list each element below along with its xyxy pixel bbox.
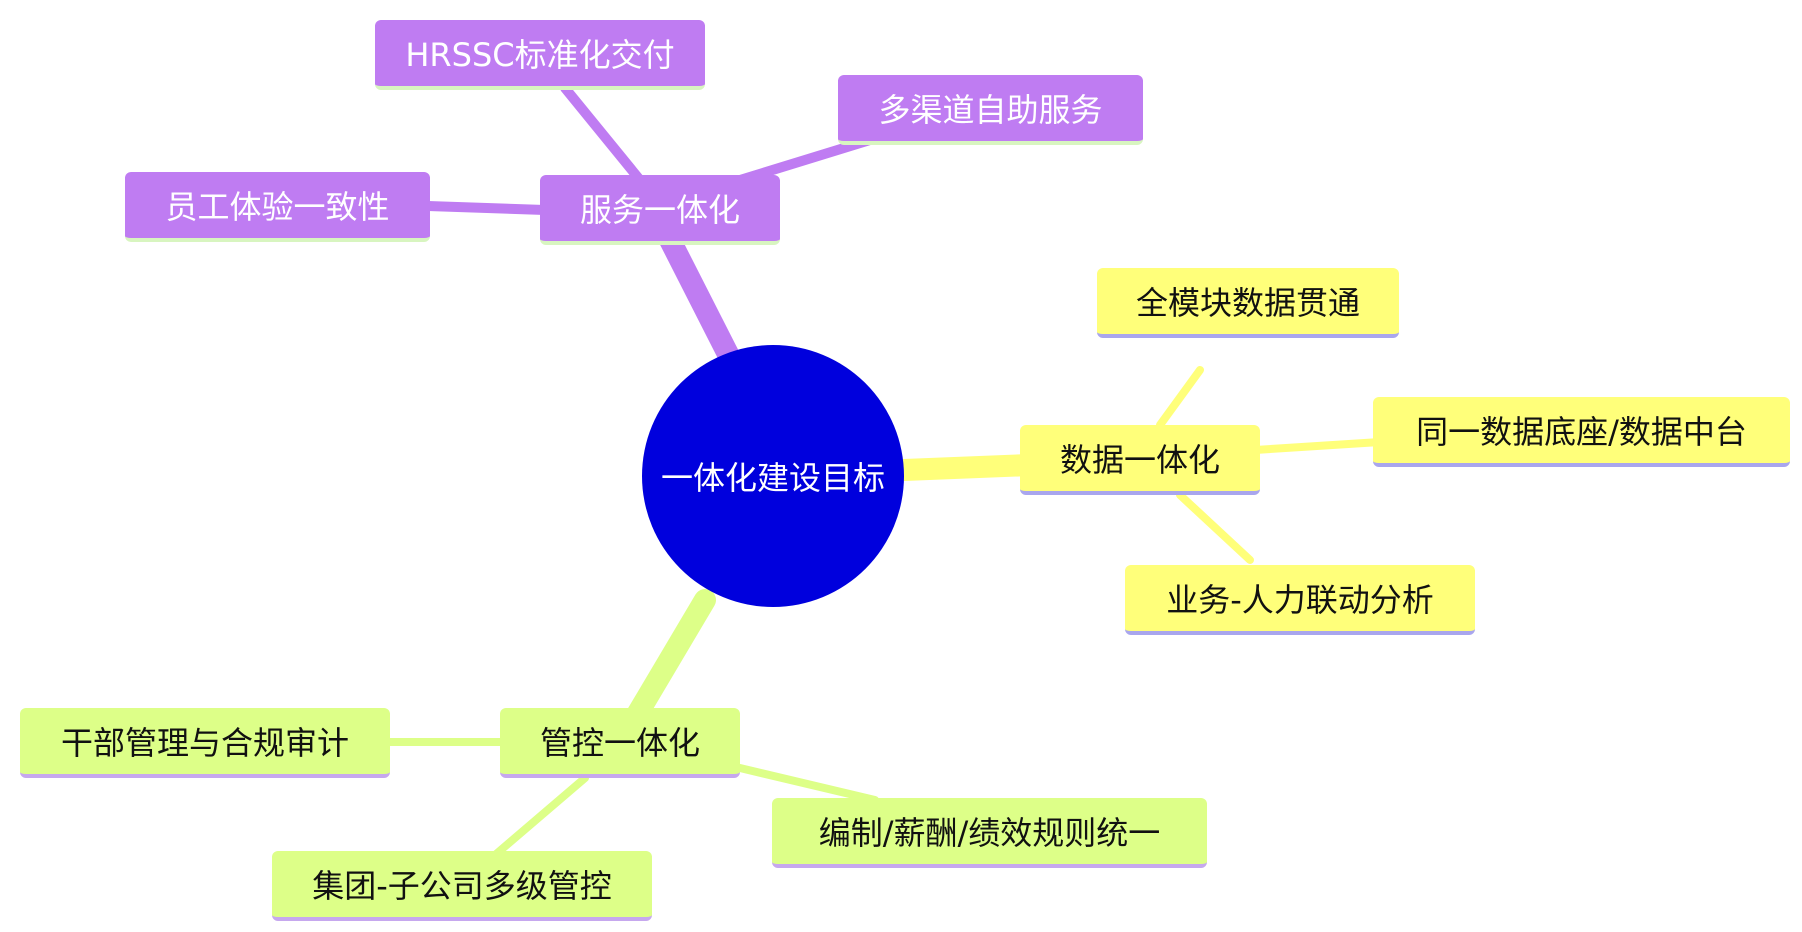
connector-control-group	[491, 774, 589, 859]
connector-center-data	[893, 454, 1041, 481]
leaf-all-module-data: 全模块数据贯通	[1097, 268, 1399, 338]
connector-service-multichannel	[735, 135, 875, 185]
leaf-hrssc-delivery: HRSSC标准化交付	[375, 20, 705, 90]
connector-control-rules	[736, 764, 879, 804]
leaf-business-hr-analysis: 业务-人力联动分析	[1125, 565, 1475, 635]
branch-data: 数据一体化	[1020, 425, 1260, 495]
connector-data-analysis	[1176, 491, 1254, 564]
connector-center-control	[624, 589, 716, 729]
leaf-cadre-compliance: 干部管理与合规审计	[20, 708, 390, 778]
connector-data-platform	[1251, 438, 1384, 454]
leaf-group-subsidiary-control: 集团-子公司多级管控	[272, 851, 652, 921]
leaf-unified-rules: 编制/薪酬/绩效规则统一	[772, 798, 1207, 868]
leaf-unified-data-platform: 同一数据底座/数据中台	[1373, 397, 1790, 467]
branch-service: 服务一体化	[540, 175, 780, 245]
leaf-employee-experience: 员工体验一致性	[125, 172, 430, 242]
connector-service-experience	[423, 201, 550, 215]
connector-center-service	[659, 229, 741, 369]
center-node: 一体化建设目标	[642, 345, 904, 607]
connector-data-allmodules	[1156, 366, 1204, 429]
leaf-multichannel-self-service: 多渠道自助服务	[838, 75, 1143, 145]
connector-service-hrssc	[560, 83, 645, 185]
branch-control: 管控一体化	[500, 708, 740, 778]
